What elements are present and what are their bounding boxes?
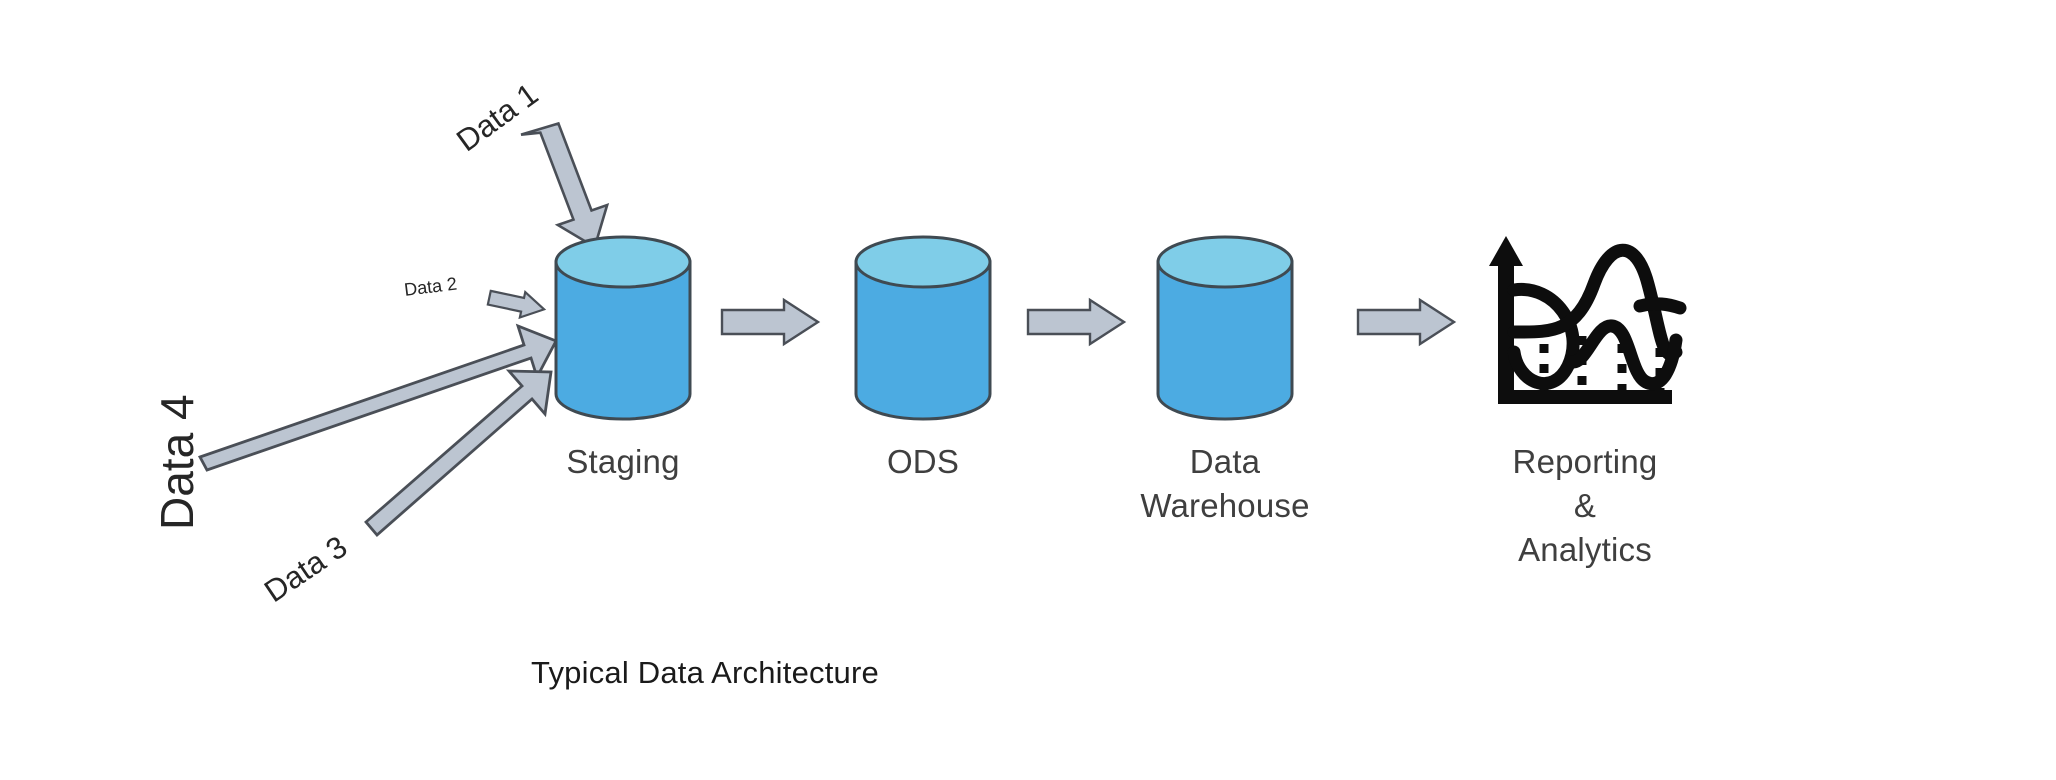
stage-label-data-warehouse: Data Warehouse [1140, 443, 1310, 524]
cylinder-staging[interactable] [554, 235, 692, 421]
cylinder-data-warehouse[interactable] [1156, 235, 1294, 421]
source-arrow-data-3 [364, 369, 553, 537]
flow-arrow-staging-to-ods [720, 298, 820, 346]
diagram-caption: Typical Data Architecture [531, 655, 879, 690]
analytics-chart-icon[interactable] [1489, 236, 1687, 404]
stage-label-staging: Staging [566, 443, 680, 480]
cylinder-ods[interactable] [854, 235, 992, 421]
source-label-data-4: Data 4 [151, 394, 203, 530]
stage-label-reporting-analytics: Reporting & Analytics [1512, 443, 1658, 568]
source-arrow-data-2 [486, 289, 547, 320]
flow-arrow-dw-to-reporting [1356, 298, 1456, 346]
flow-arrow-ods-to-dw [1026, 298, 1126, 346]
source-arrow-data-4 [197, 323, 558, 472]
stage-label-ods: ODS [886, 443, 960, 480]
source-arrow-data-1 [520, 121, 610, 249]
